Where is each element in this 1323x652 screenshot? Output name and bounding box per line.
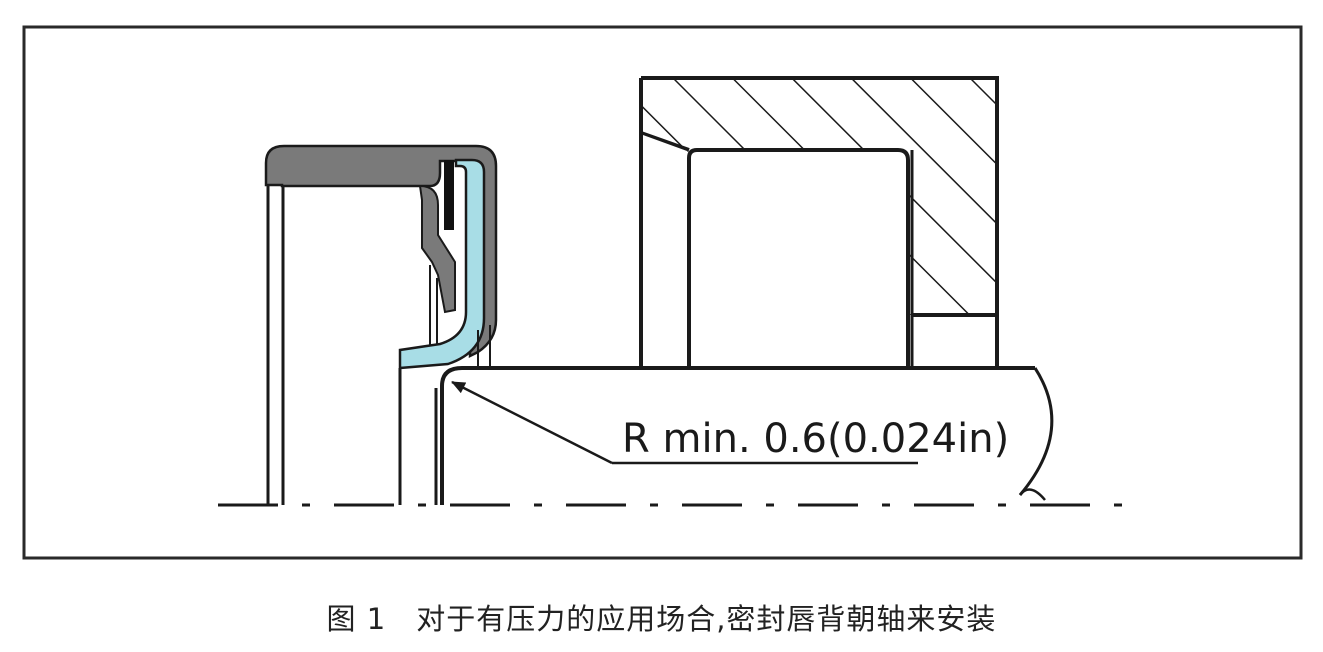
bore-lines bbox=[266, 180, 285, 505]
shaft-section bbox=[398, 366, 1054, 505]
housing-section bbox=[639, 76, 999, 368]
oil-seal bbox=[264, 144, 498, 370]
figure-caption: 图 1 对于有压力的应用场合,密封唇背朝轴来安装 bbox=[326, 602, 997, 636]
radius-dimension-label: R min. 0.6(0.024in) bbox=[622, 416, 1009, 462]
figure-frame bbox=[22, 25, 1303, 560]
radius-leader bbox=[451, 380, 918, 465]
